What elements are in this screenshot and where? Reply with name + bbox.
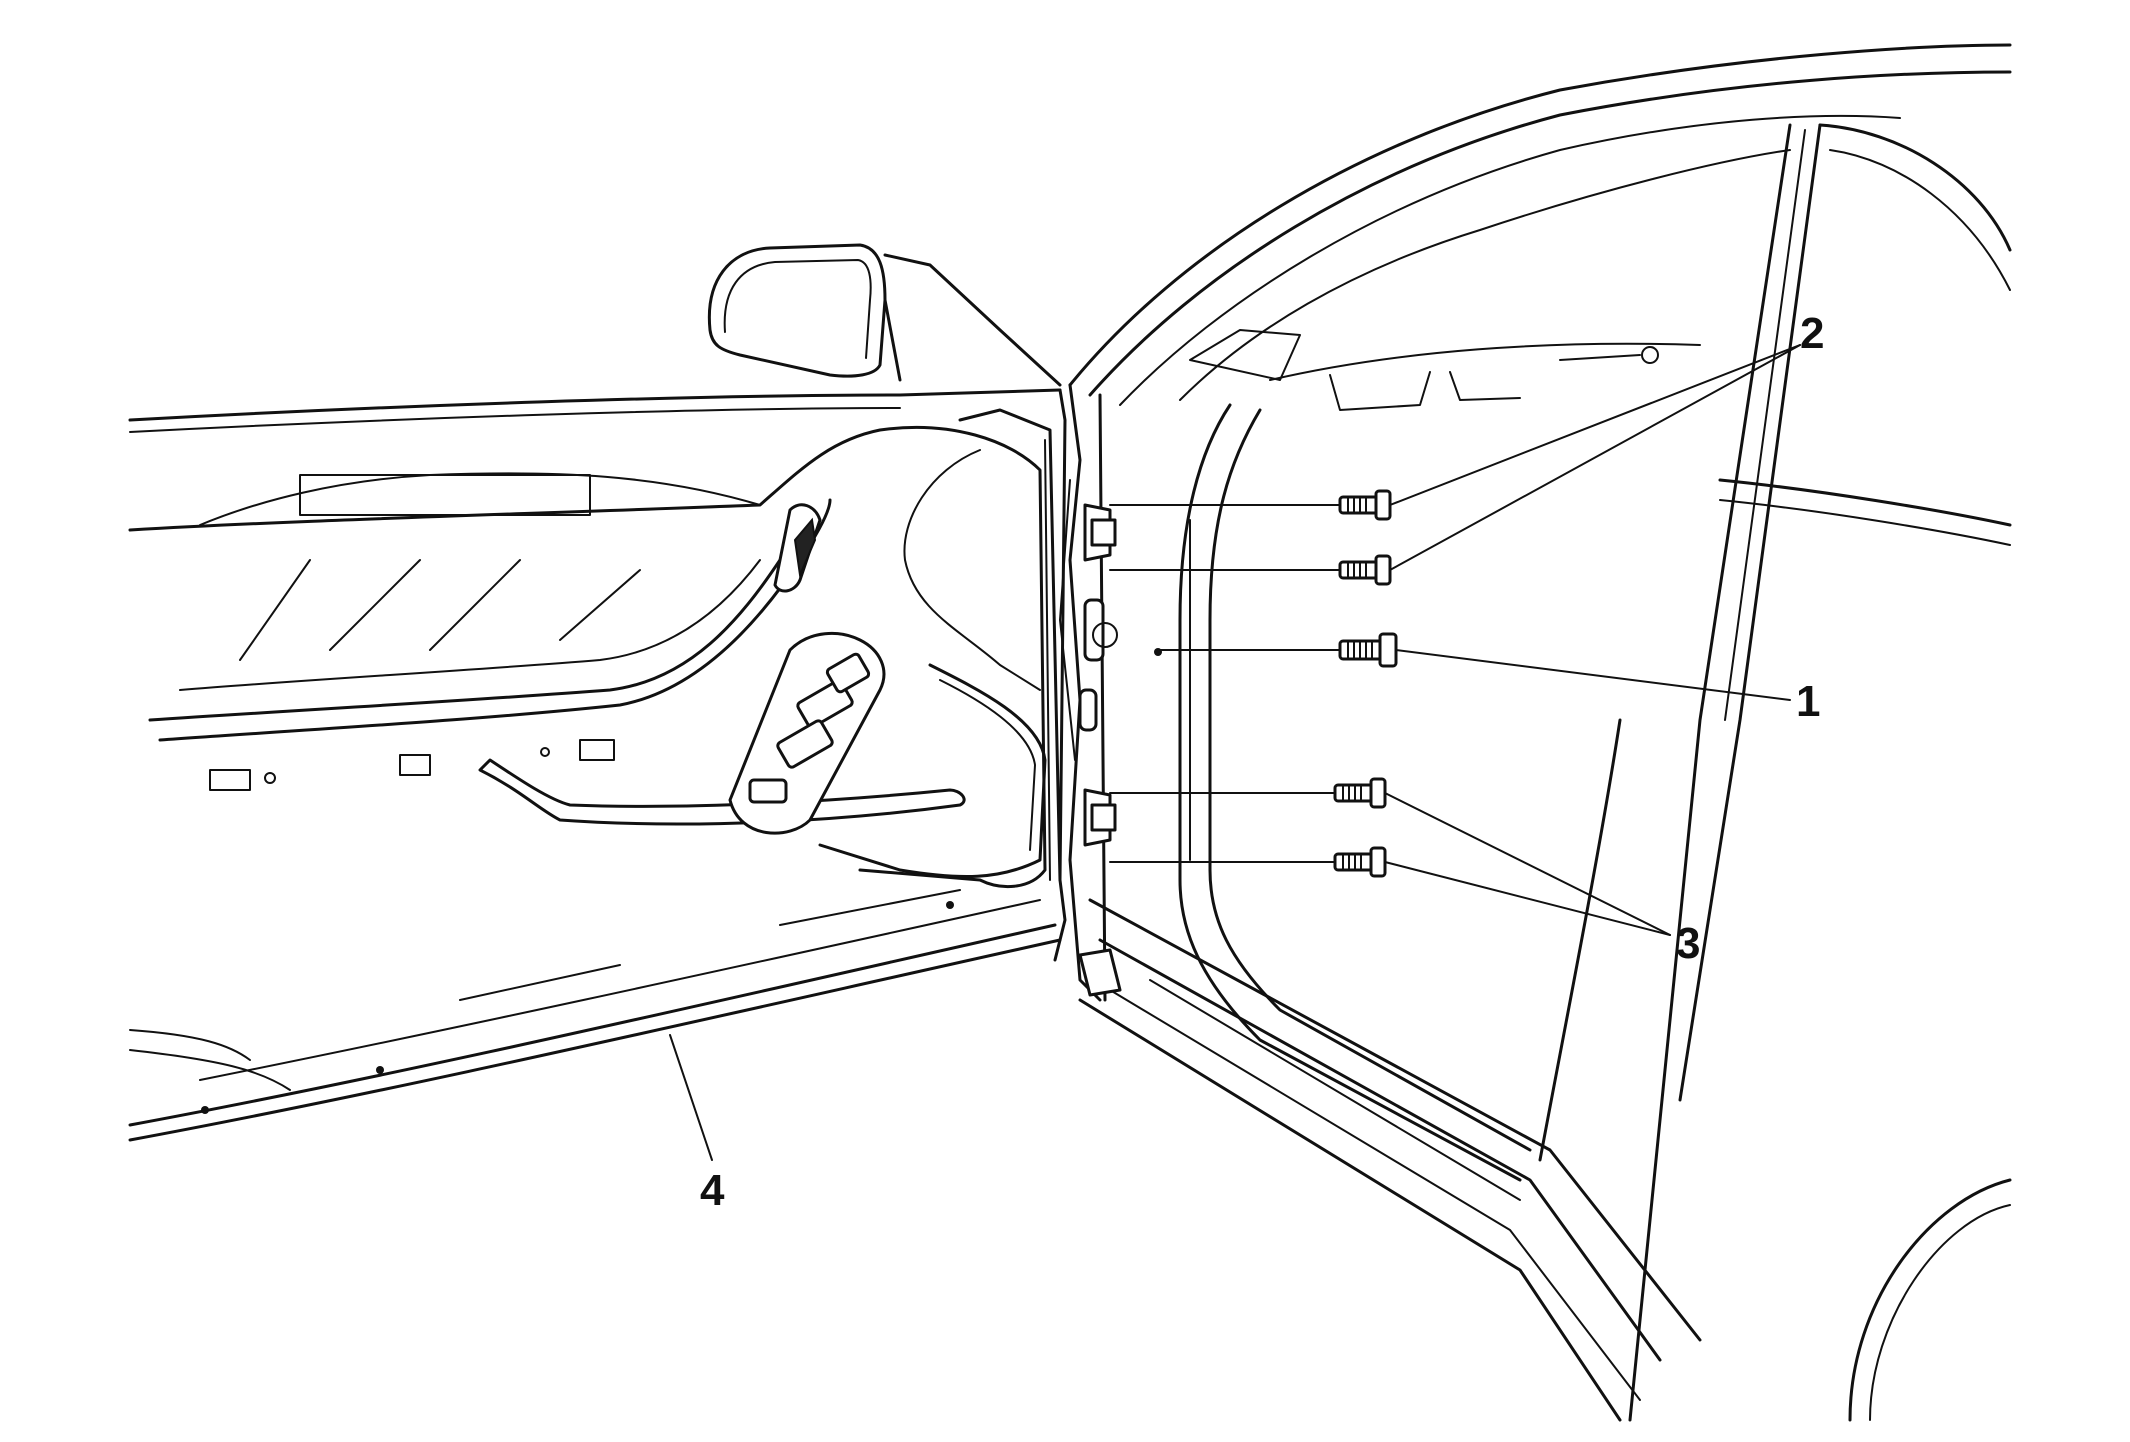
hinge-bolts xyxy=(1333,489,1398,878)
callout-2: 2 xyxy=(1800,309,1824,358)
side-mirror xyxy=(707,243,887,378)
callout-labels: 2 1 3 4 xyxy=(700,309,1824,1215)
door-hinges xyxy=(1083,503,1117,847)
leader-2b xyxy=(1389,344,1801,571)
bolt-lower-2 xyxy=(1333,846,1387,878)
bolt-middle xyxy=(1338,632,1398,668)
front-door xyxy=(128,243,1067,1142)
vehicle-body xyxy=(1059,43,2012,1422)
callout-3: 3 xyxy=(1676,919,1700,968)
bolt-lower-1 xyxy=(1333,777,1387,809)
bolt-upper-1 xyxy=(1338,489,1392,521)
bolt-upper-2 xyxy=(1338,554,1392,586)
leader-3a xyxy=(1384,792,1671,936)
leader-2a xyxy=(1389,344,1801,506)
leader-4 xyxy=(669,1034,713,1161)
alignment-lines xyxy=(1109,504,1341,863)
callout-4: 4 xyxy=(700,1166,725,1215)
callout-1: 1 xyxy=(1796,677,1820,726)
leader-3b xyxy=(1384,861,1671,936)
leader-1 xyxy=(1395,649,1791,701)
leader-lines xyxy=(669,344,1801,1161)
